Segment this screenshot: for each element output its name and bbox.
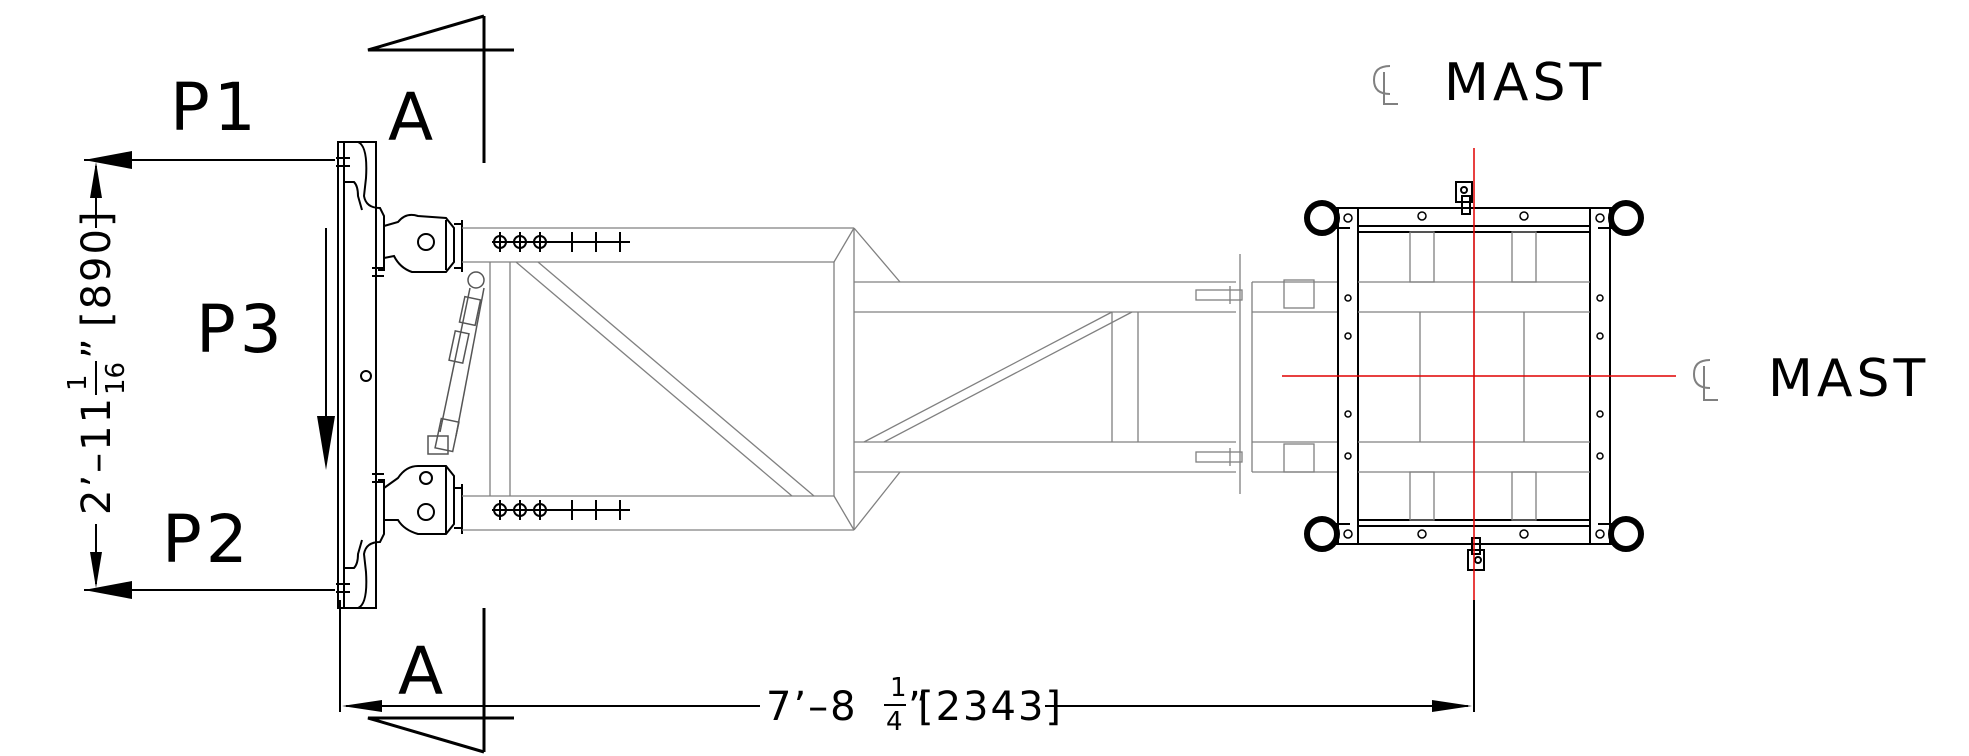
- vertical-dimension-metric: [890]: [74, 209, 120, 327]
- centerline-symbol-top-icon: [1372, 65, 1398, 105]
- upper-clevis-pin-icon: [417, 233, 435, 251]
- lower-clevis-pin-icon: [417, 503, 435, 521]
- truss-frame: [462, 227, 1338, 531]
- adjustment-holes-upper: [492, 232, 630, 252]
- lower-clevis-pin-upper-icon: [419, 471, 433, 485]
- mounting-plate: [336, 141, 385, 609]
- corner-roller-arms: [1334, 207, 1614, 545]
- vertical-dimension-fraction-denominator: 16: [101, 362, 131, 395]
- load-arrow-p2: [84, 581, 335, 599]
- horizontal-dimension-inch-mark: ”: [908, 684, 931, 730]
- section-marker-top: [367, 14, 514, 163]
- vertical-dimension-fraction-numerator: 1: [63, 374, 93, 391]
- vertical-dimension-inch-mark: ”: [74, 336, 120, 359]
- mast-carriage-bolts: [1343, 211, 1605, 539]
- horizontal-dimension: [339, 600, 1475, 712]
- cl-mast-label-top: MAST: [1444, 53, 1605, 113]
- lower-clevis-bracket: [383, 465, 463, 535]
- horizontal-dimension-arrow-left: [342, 700, 382, 712]
- load-label-p1: P1: [170, 69, 260, 146]
- load-arrow-p1: [84, 151, 335, 169]
- vertical-dimension-feet-inches: 2’–11: [74, 396, 120, 515]
- mast-lug-bottom: [1467, 537, 1485, 571]
- load-label-p3: P3: [196, 291, 286, 368]
- centerline-symbol-right-icon: [1692, 359, 1718, 401]
- plate-bolt-icon: [360, 370, 372, 382]
- section-label-bottom: A: [398, 633, 447, 710]
- horizontal-dimension-fraction-denominator: 4: [886, 707, 903, 737]
- adjustable-strut: [427, 271, 485, 455]
- horizontal-dimension-arrow-right: [1432, 700, 1472, 712]
- horizontal-dimension-metric: [2343]: [918, 684, 1063, 730]
- corner-roller-icons: [1304, 200, 1644, 552]
- horizontal-dimension-feet-inches: 7’–8: [766, 684, 858, 730]
- load-arrow-p3: [317, 228, 335, 470]
- mast-centerlines: [1282, 148, 1676, 600]
- upper-clevis-bracket: [383, 213, 463, 273]
- mast-lug-top: [1455, 181, 1473, 215]
- section-label-top: A: [388, 79, 437, 156]
- horizontal-dimension-fraction-numerator: 1: [890, 673, 907, 703]
- load-label-p2: P2: [162, 501, 252, 578]
- vertical-dimension-arrow-bottom: [90, 552, 102, 588]
- cl-mast-label-right: MAST: [1768, 349, 1929, 409]
- vertical-dimension-text: 2’–11 1 16 ” [890]: [63, 209, 131, 515]
- vertical-dimension-arrow-top: [90, 162, 102, 198]
- section-marker-bottom: [367, 608, 514, 754]
- adjustment-holes-lower: [492, 500, 630, 520]
- horizontal-dimension-text: 7’–8 1 4 ” [2343]: [766, 673, 1063, 737]
